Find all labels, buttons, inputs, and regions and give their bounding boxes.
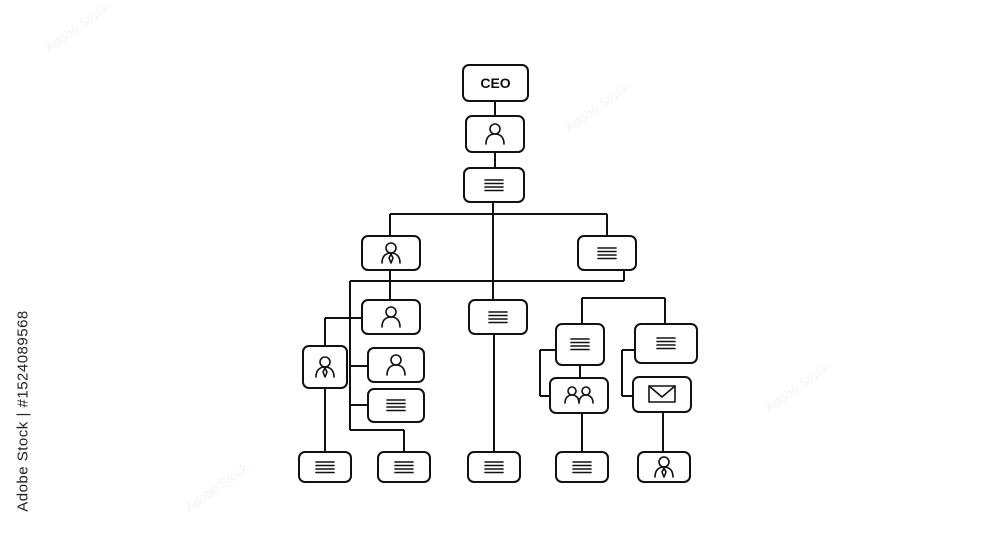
ceo-person-box xyxy=(465,115,525,153)
team-lead-box xyxy=(361,299,421,335)
staff-doc-box xyxy=(367,388,425,423)
ceo-doc-box xyxy=(463,167,525,203)
connector-lines xyxy=(324,101,666,452)
staff-person-box xyxy=(367,347,425,383)
leaf-person-box xyxy=(637,451,691,483)
tall-person-box xyxy=(302,345,348,389)
right-doc-box-2 xyxy=(634,323,698,364)
leaf-doc-box-2 xyxy=(377,451,431,483)
ceo-box: CEO xyxy=(462,64,529,102)
center-doc-box xyxy=(468,299,528,335)
leaf-doc-box-3 xyxy=(467,451,521,483)
right-doc-box-1 xyxy=(555,323,605,366)
mail-box xyxy=(632,376,692,413)
leaf-doc-box-1 xyxy=(298,451,352,483)
team-box xyxy=(549,377,609,414)
manager-right-box xyxy=(577,235,637,271)
ceo-label: CEO xyxy=(480,75,510,91)
manager-left-box xyxy=(361,235,421,271)
leaf-doc-box-4 xyxy=(555,451,609,483)
